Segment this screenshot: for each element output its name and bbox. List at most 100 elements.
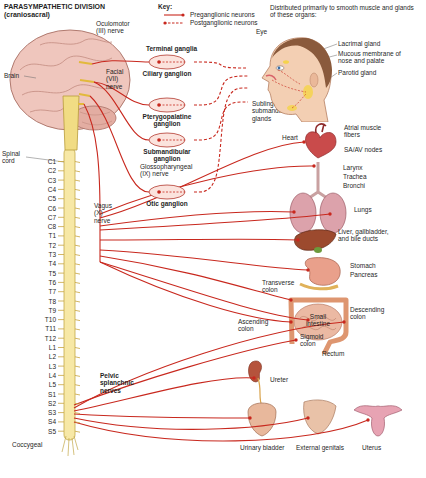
ganglion-shape (159, 192, 185, 193)
spinal-nerve-root (58, 199, 80, 200)
heart-illustration (316, 124, 326, 133)
head-drawing (276, 66, 284, 70)
spinal-nerve-root (58, 273, 80, 274)
label-text: Transverse colon (262, 279, 302, 294)
label-text: Pancreas (350, 271, 400, 278)
spinal-nerve-root (58, 366, 80, 367)
segment-label: T5 (34, 270, 56, 277)
label-text: Uterus (362, 444, 402, 451)
label-text: Lacrimal gland (338, 40, 408, 47)
label-text: Atrial muscle fibers (344, 124, 388, 139)
label-text: Larynx (343, 164, 383, 171)
spinal-nerve-root (58, 329, 80, 330)
ganglion-shape (140, 54, 194, 70)
segment-label: S3 (34, 409, 56, 416)
ganglion-shape (140, 184, 194, 200)
preganglionic-nerve (100, 250, 308, 270)
label-text: Small intestine (302, 313, 334, 328)
organ-label: Eye (256, 28, 267, 35)
postganglionic-nerve (194, 62, 248, 68)
preganglionic-nerve (74, 340, 296, 405)
postganglionic-nerve (194, 102, 248, 140)
spinal-nerve-root (58, 245, 80, 246)
preganglionic-nerve (92, 61, 149, 64)
heart-illustration (306, 132, 337, 158)
legend-text: Preganglionic neurons (190, 11, 255, 18)
label-text: Oculomotor (III) nerve (96, 20, 140, 35)
segment-label: L2 (34, 353, 56, 360)
legend-sample (163, 21, 166, 24)
ganglion-oval: Pterygopalatine ganglion (140, 97, 194, 127)
spinal-nerve-root (58, 338, 80, 339)
stomach-illustration (300, 284, 338, 289)
brain-illustration (63, 96, 79, 150)
spinal-nerve-root (58, 413, 80, 414)
segment-label: T8 (34, 298, 56, 305)
spinal-nerve-root (58, 208, 80, 209)
intestine-illustration (291, 300, 346, 354)
terminal-ganglion-dot (328, 212, 331, 215)
liver-illustration (314, 247, 322, 253)
terminal-ganglion-dot (248, 416, 251, 419)
legend-row: Postganglionic neurons (163, 19, 258, 26)
ganglion-shape (159, 62, 185, 63)
legend-sample (163, 12, 189, 18)
segment-label: C5 (34, 195, 56, 202)
ganglion-shape (149, 98, 185, 112)
spinal-nerve-root (58, 217, 80, 218)
legend-sample (164, 22, 183, 23)
terminal-ganglion-dot (306, 268, 309, 271)
segment-label: S1 (34, 391, 56, 398)
lungs-illustration (306, 162, 330, 200)
label-text: Terminal ganglia (146, 45, 206, 52)
segment-label: T10 (34, 316, 56, 323)
preganglionic-nerve (74, 420, 368, 441)
label-text: Facial (VII) nerve (106, 68, 132, 90)
bladder-illustration (248, 403, 276, 436)
ganglion-label: Pterygopalatine ganglion (140, 113, 194, 127)
segment-label: C2 (34, 167, 56, 174)
legend-sample (181, 13, 184, 16)
label-text: Ureter (270, 376, 310, 383)
preganglionic-nerve (100, 214, 330, 230)
spinal-nerve-root (58, 301, 80, 302)
head-drawing (266, 75, 276, 80)
intestine-illustration (291, 300, 346, 354)
stomach-illustration (300, 258, 340, 289)
label-text: Pelvic splanchnic nerves (100, 372, 146, 394)
label-text: Urinary bladder (240, 444, 290, 451)
label-text: Brain (4, 72, 34, 79)
head-drawing (303, 85, 313, 99)
spinal-nerve-root (58, 431, 80, 432)
terminal-ganglion-dot (289, 298, 292, 301)
kidney-ureter-illustration (249, 361, 262, 382)
spinal-nerve-root (58, 375, 80, 376)
label-text: Vagus (X) nerve (94, 202, 118, 224)
preganglionic-nerve (100, 262, 308, 320)
label-text: Bronchi (343, 182, 383, 189)
ganglion-shape (159, 105, 185, 106)
terminal-ganglion-dot (342, 320, 345, 323)
spinal-nerve-root (58, 292, 80, 293)
preganglionic-nerve (100, 256, 291, 300)
segment-label: L4 (34, 372, 56, 379)
head-drawing (272, 38, 332, 88)
spinal-nerve-root (58, 385, 80, 386)
lungs-illustration (290, 162, 346, 233)
preganglionic-nerve (94, 82, 149, 140)
segment-label: T1 (34, 232, 56, 239)
legend-row: Preganglionic neurons (163, 11, 255, 18)
head-drawing (248, 28, 334, 122)
terminal-ganglion-dot (289, 320, 292, 323)
preganglionic-nerve (84, 104, 100, 262)
terminal-ganglion-dot (252, 376, 255, 379)
label-text: External genitals (296, 444, 352, 451)
label-text: Trachea (343, 173, 383, 180)
preganglionic-nerve (74, 322, 344, 408)
segment-label: T7 (34, 288, 56, 295)
label-text: Ascending colon (238, 318, 272, 333)
bladder-illustration (248, 403, 276, 436)
head-drawing (262, 38, 331, 122)
preganglionic-nerve (100, 166, 314, 214)
label-text: Descending colon (350, 306, 390, 321)
